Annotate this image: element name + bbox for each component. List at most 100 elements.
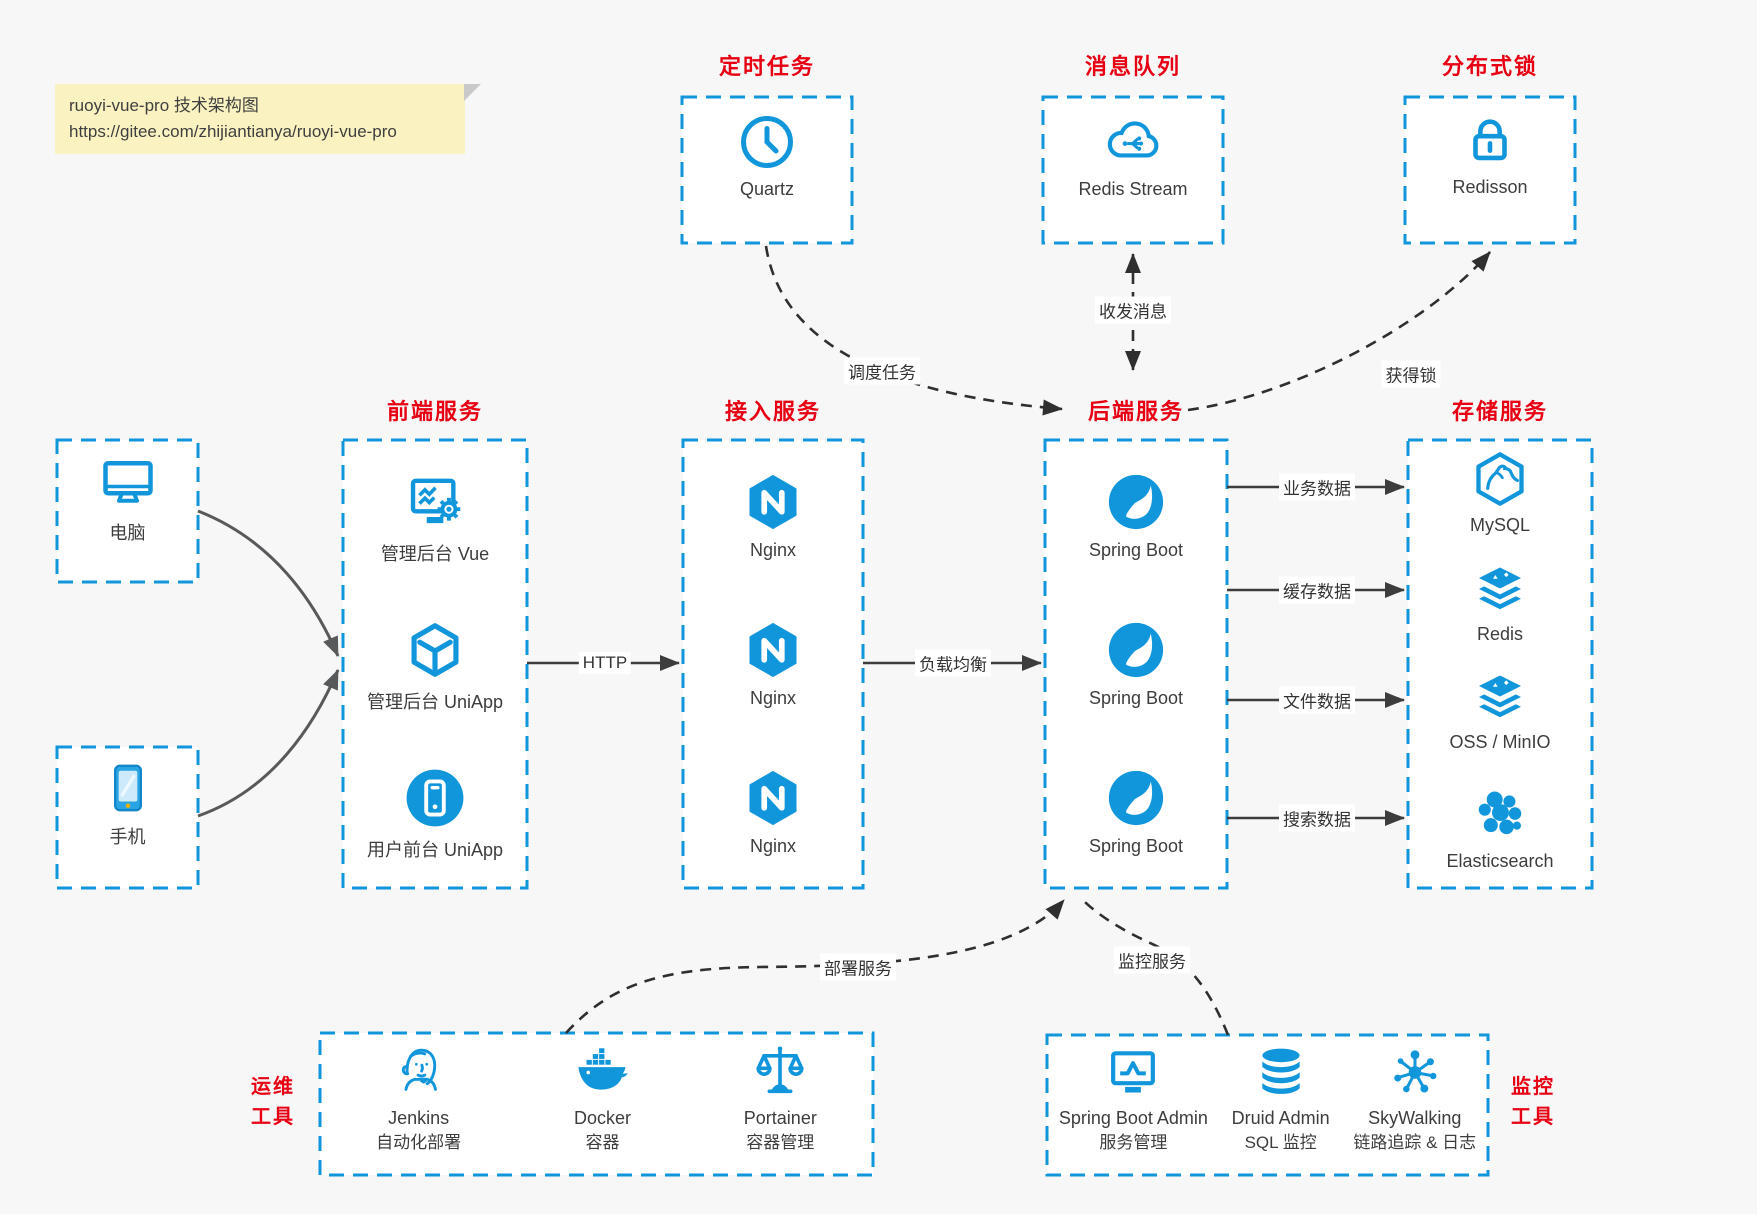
monitoring-tools-label: 监控 工具 [1500,1072,1566,1132]
sticky-note: ruoyi-vue-pro 技术架构图 https://gitee.com/zh… [55,84,481,154]
monitoring-tools-content: Spring Boot Admin 服务管理 Druid Admin SQL 监… [1047,1044,1488,1155]
ops-tools-label: 运维 工具 [240,1072,306,1132]
edge-schedule-task [764,245,1063,416]
edge-mobile-to-frontend [197,669,340,818]
edge-label-message: 收发消息 [1095,296,1171,324]
node-nginx-2: Nginx [683,619,863,709]
node-redis-label: Redis [1476,624,1524,644]
nginx-icon [742,767,804,829]
molecule-icon [1387,1044,1443,1100]
node-admin-uniapp: 管理后台 UniApp [343,619,527,714]
node-jenkins: Jenkins 自动化部署 [376,1042,461,1155]
node-pc-label: 电脑 [109,523,146,543]
node-springboot-3: Spring Boot [1045,767,1227,857]
node-nginx-3-label: Nginx [749,836,797,856]
mysql-dolphin-icon [1471,450,1529,508]
node-springboot-3-label: Spring Boot [1088,836,1184,856]
node-docker-desc: 容器 [585,1133,620,1152]
node-docker-name: Docker [573,1108,631,1128]
group-title-backend: 后端服务 [1087,399,1184,424]
node-oss-minio: OSS / MinIO [1408,669,1592,753]
node-springboot-admin-name: Spring Boot Admin [1058,1108,1208,1128]
cloud-stream-icon [1100,110,1166,172]
group-title-gateway: 接入服务 [724,399,821,424]
node-portainer: Portainer 容器管理 [744,1042,817,1155]
node-redisson-label: Redisson [1452,177,1528,197]
edge-label-file-data: 文件数据 [1279,686,1355,714]
elasticsearch-cluster-icon [1471,786,1529,844]
jenkins-butler-icon [390,1042,448,1100]
ops-tools-label-line1: 运维 [251,1076,295,1098]
node-springboot-1-label: Spring Boot [1088,540,1184,560]
edge-label-load-balance: 负载均衡 [915,649,991,677]
note-fold-corner [464,84,481,101]
spring-leaf-icon [1105,471,1167,533]
node-admin-vue: 管理后台 Vue [343,471,527,566]
node-redisson: Redisson [1405,112,1575,198]
edge-label-cache-data: 缓存数据 [1279,576,1355,604]
node-jenkins-desc: 自动化部署 [376,1133,462,1152]
node-elasticsearch: Elasticsearch [1408,786,1592,872]
node-admin-vue-label: 管理后台 Vue [380,544,490,564]
node-springboot-admin-desc: 服务管理 [1099,1133,1168,1152]
edge-monitor-service [1079,896,1230,1036]
node-springboot-2-label: Spring Boot [1088,688,1184,708]
node-admin-uniapp-label: 管理后台 UniApp [366,692,504,712]
desktop-icon [98,452,158,512]
monitoring-tools-label-line1: 监控 [1511,1076,1555,1098]
ops-tools-content: Jenkins 自动化部署 Docker 容器 Portainer 容器管理 [320,1042,873,1155]
ops-tools-label-line2: 工具 [251,1106,295,1128]
node-springboot-1: Spring Boot [1045,471,1227,561]
node-mobile-client: 手机 [57,760,198,849]
admin-screen-gear-icon [404,471,466,533]
lock-icon [1461,112,1519,170]
clock-icon [737,112,797,172]
monitor-pulse-icon [1105,1044,1161,1100]
edge-label-business-data: 业务数据 [1279,473,1355,501]
nginx-icon [742,619,804,681]
smartphone-icon [100,760,156,816]
node-nginx-3: Nginx [683,767,863,857]
layers-stack-icon [1472,561,1528,617]
spring-leaf-icon [1105,767,1167,829]
edge-label-http: HTTP [578,652,632,674]
note-url: https://gitee.com/zhijiantianya/ruoyi-vu… [69,122,397,141]
node-skywalking: SkyWalking 链路追踪 & 日志 [1353,1044,1476,1155]
node-elasticsearch-label: Elasticsearch [1446,851,1554,871]
node-redis-stream-label: Redis Stream [1078,179,1188,199]
node-mysql-label: MySQL [1469,515,1530,535]
cube-icon [404,619,466,681]
note-title: ruoyi-vue-pro 技术架构图 [69,96,259,115]
edge-label-schedule: 调度任务 [844,357,920,385]
node-nginx-2-label: Nginx [749,688,797,708]
edge-acquire-lock [1187,251,1491,412]
node-nginx-1: Nginx [683,471,863,561]
group-title-frontend: 前端服务 [386,399,483,424]
phone-circle-icon [404,767,466,829]
node-user-uniapp-label: 用户前台 UniApp [366,840,504,860]
docker-whale-icon [573,1042,631,1100]
node-portainer-name: Portainer [743,1108,817,1128]
edge-pc-to-frontend [197,509,340,657]
edge-label-lock: 获得锁 [1381,360,1441,388]
node-portainer-desc: 容器管理 [746,1133,815,1152]
node-nginx-1-label: Nginx [749,540,797,560]
group-title-mq: 消息队列 [1084,54,1181,79]
node-druid-admin-desc: SQL 监控 [1244,1133,1317,1152]
node-mysql: MySQL [1408,450,1592,536]
quartz-group-box [680,95,854,245]
node-user-uniapp: 用户前台 UniApp [343,767,527,862]
mq-group-box [1041,95,1225,245]
edge-label-search-data: 搜索数据 [1279,804,1355,832]
edge-label-deploy: 部署服务 [820,953,896,981]
node-mobile-label: 手机 [109,827,146,847]
group-title-lock: 分布式锁 [1441,54,1538,79]
group-title-scheduled: 定时任务 [718,54,815,79]
nginx-icon [742,471,804,533]
node-skywalking-desc: 链路追踪 & 日志 [1353,1133,1477,1152]
node-druid-admin-name: Druid Admin [1231,1108,1330,1128]
edge-deploy-service [565,899,1065,1034]
scales-icon [751,1042,809,1100]
node-redis-stream: Redis Stream [1043,110,1223,200]
